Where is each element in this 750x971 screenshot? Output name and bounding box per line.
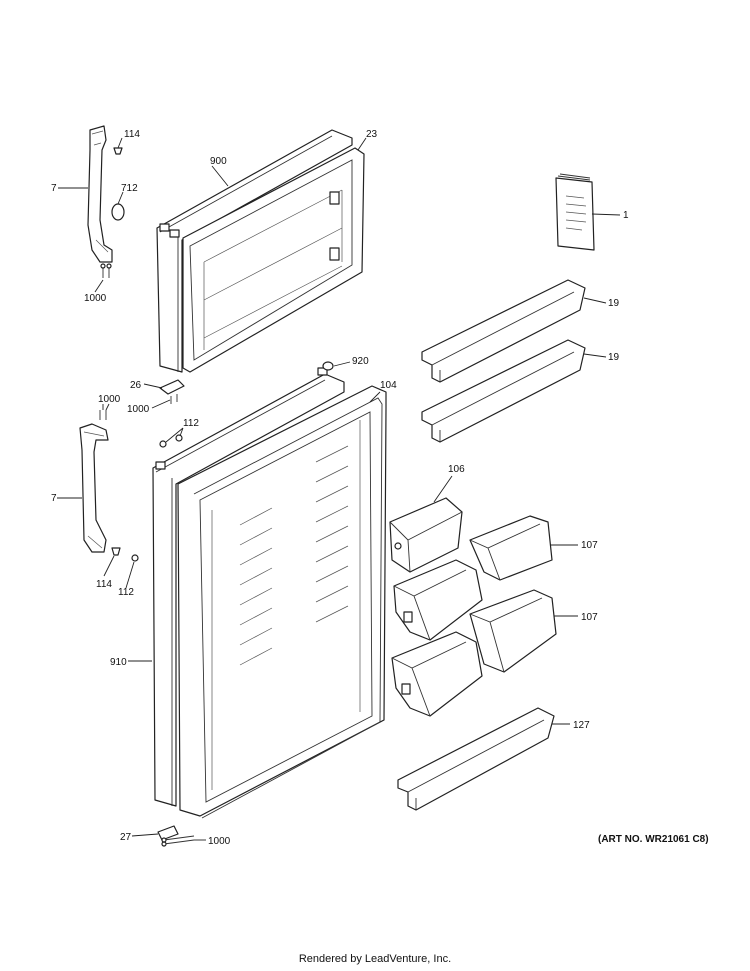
door-bin-107-mid-right	[469, 589, 557, 673]
screws-112-upper	[159, 434, 183, 448]
art-number: (ART NO. WR21061 C8)	[598, 834, 709, 845]
bottom-hinge-27	[157, 825, 179, 841]
screws-1000-bottom	[161, 835, 195, 847]
screw-112-lower	[131, 554, 139, 562]
freezer-door-liner	[182, 147, 365, 373]
hinge-plug-920	[322, 361, 334, 371]
door-bin-107-top-right	[469, 515, 553, 581]
callout-712: 712	[121, 183, 138, 194]
callout-107-lower: 107	[581, 612, 598, 623]
callout-27: 27	[120, 832, 132, 843]
screws-1000-lower-handle	[99, 410, 107, 420]
screw-114-upper	[113, 147, 123, 155]
plug-712	[111, 203, 125, 221]
callout-104: 104	[380, 380, 397, 391]
callout-112-upper: 112	[183, 418, 199, 429]
callout-114-upper: 114	[124, 129, 140, 140]
door-bin-107-mid-left	[393, 559, 483, 641]
callout-920: 920	[352, 356, 369, 367]
callout-1000-bottom: 1000	[208, 836, 231, 847]
door-shelf-127	[397, 707, 555, 811]
callout-1000-hinge: 1000	[127, 404, 150, 415]
door-bin-107-bottom-left	[391, 631, 483, 717]
callout-900: 900	[210, 156, 227, 167]
callout-19-upper: 19	[608, 298, 620, 309]
callout-7-upper: 7	[51, 183, 57, 194]
fresh-food-door-shell	[152, 367, 345, 807]
callout-1: 1	[623, 210, 629, 221]
callout-106: 106	[448, 464, 465, 475]
callout-23: 23	[366, 129, 378, 140]
owners-manual	[555, 173, 595, 251]
upper-door-handle	[87, 125, 113, 263]
callout-7-lower: 7	[51, 493, 57, 504]
callout-19-lower: 19	[608, 352, 620, 363]
callout-112-lower: 112	[118, 587, 134, 598]
dairy-door-106	[389, 497, 463, 573]
callout-1000-lower-handle: 1000	[98, 394, 121, 405]
callout-1000-upper-handle: 1000	[84, 293, 107, 304]
screw-114-lower	[111, 547, 121, 556]
callout-127: 127	[573, 720, 590, 731]
footer-credit: Rendered by LeadVenture, Inc.	[298, 953, 452, 965]
callout-107-upper: 107	[581, 540, 598, 551]
callout-114-lower: 114	[96, 579, 112, 590]
screws-1000-hinge	[170, 394, 178, 404]
leader-lines	[57, 137, 621, 841]
fresh-food-door-liner	[177, 385, 387, 817]
lower-door-handle	[79, 423, 109, 553]
freezer-door-shell	[156, 129, 353, 373]
screws-1000-upper-handle	[100, 263, 112, 278]
hinge-26	[159, 379, 185, 395]
callout-26: 26	[130, 380, 142, 391]
door-shelf-bin-upper	[421, 279, 586, 383]
door-shelf-bin-lower	[421, 339, 586, 443]
callout-910: 910	[110, 657, 127, 668]
door-gasket-104	[193, 397, 383, 819]
callout-labels: 114 7 712 1000 900 23 1 19 19 920 26 100…	[51, 129, 629, 847]
